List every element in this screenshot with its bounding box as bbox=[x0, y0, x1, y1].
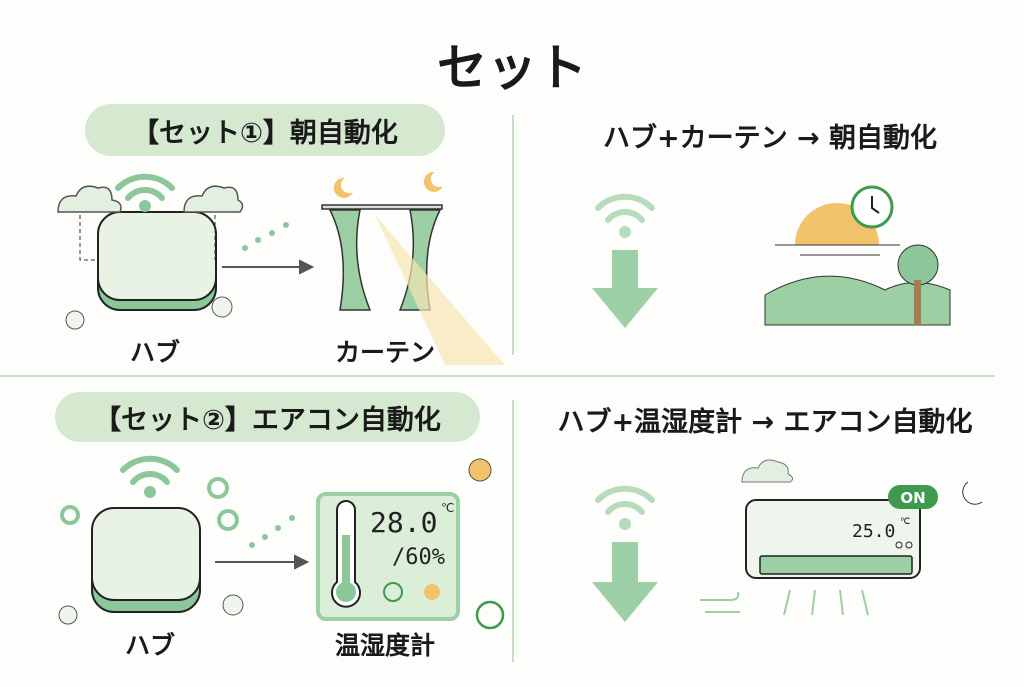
gear-icon bbox=[60, 477, 239, 531]
lightbulb-icon bbox=[58, 458, 492, 625]
hub-icon bbox=[91, 507, 201, 613]
sunrise-icon bbox=[764, 185, 951, 326]
ac-status-badge: ON bbox=[900, 489, 925, 507]
lightbulb-icon bbox=[65, 296, 233, 330]
divider bbox=[512, 400, 514, 662]
signal-icon bbox=[242, 222, 289, 251]
curtain-label: カーテン bbox=[334, 338, 435, 367]
wifi-icon bbox=[595, 193, 655, 238]
hub-label: ハブ bbox=[129, 338, 180, 367]
hub-icon bbox=[97, 211, 217, 311]
moon-icon bbox=[962, 481, 983, 505]
divider bbox=[0, 375, 995, 377]
divider bbox=[512, 115, 514, 355]
ac-temperature-readout: 25.0 bbox=[852, 521, 895, 542]
arrow-down-icon bbox=[592, 250, 658, 328]
temperature-unit: ℃ bbox=[441, 501, 454, 515]
arrow-icon bbox=[222, 259, 315, 275]
set1-header: ハブ+カーテン → 朝自動化 bbox=[602, 123, 938, 154]
curtain-icon bbox=[321, 204, 505, 365]
temperature-readout: 28.0 bbox=[370, 506, 437, 539]
wifi-icon bbox=[595, 485, 655, 530]
thermo-hygrometer-label: 温湿度計 bbox=[334, 631, 435, 660]
wifi-icon bbox=[120, 455, 180, 498]
signal-icon bbox=[249, 515, 295, 548]
set2-header: ハブ+温湿度計 → エアコン自動化 bbox=[557, 407, 973, 438]
hub-label: ハブ bbox=[124, 631, 175, 660]
set2-pill: 【セット②】エアコン自動化 bbox=[55, 392, 480, 442]
thermometer-display-icon bbox=[316, 492, 505, 630]
cloud-icon bbox=[57, 185, 244, 213]
moon-icon bbox=[333, 171, 443, 198]
page-title: セット bbox=[437, 39, 587, 97]
arrow-down-icon bbox=[592, 542, 658, 622]
cloud-icon bbox=[741, 459, 794, 483]
wifi-icon bbox=[115, 173, 175, 212]
arrow-icon bbox=[215, 554, 310, 570]
set1-pill: 【セット①】朝自動化 bbox=[85, 104, 445, 156]
ac-temperature-unit: ℃ bbox=[900, 517, 910, 527]
humidity-readout: /60% bbox=[392, 545, 445, 570]
air-conditioner-icon bbox=[700, 485, 938, 616]
